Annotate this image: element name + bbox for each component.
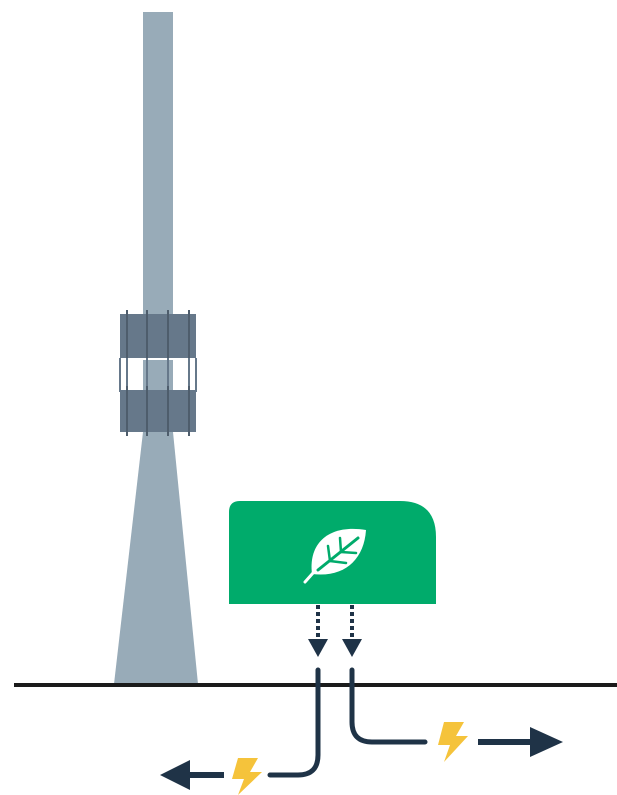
right-pipe [352, 670, 425, 742]
tower-mast [143, 12, 173, 314]
lightning-bolt-icon [232, 758, 262, 795]
dotted-arrow-right [342, 605, 362, 657]
tower-antenna-band-lower [120, 386, 196, 436]
dotted-arrow-left [308, 605, 328, 657]
green-energy-unit [229, 501, 436, 604]
tower-base [114, 432, 198, 684]
right-arrow-head [530, 727, 563, 757]
tower-antenna-band-upper [120, 310, 196, 362]
left-arrow-head [160, 760, 190, 790]
lightning-bolt-icon [438, 722, 468, 762]
left-energy-flow [160, 670, 318, 795]
cell-tower-icon [114, 12, 198, 684]
